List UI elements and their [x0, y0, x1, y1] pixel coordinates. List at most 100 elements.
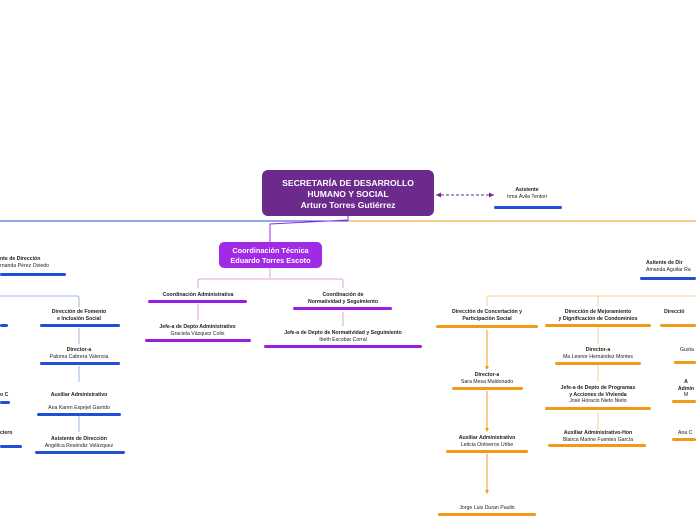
- jefe-norm-underline: [264, 345, 422, 348]
- jefe-prog-title2: y Acciones de Vivienda: [569, 391, 627, 398]
- left-asistente-title: nte de Dirección: [0, 256, 41, 262]
- node-right-cut-ana[interactable]: Ana C: [678, 430, 696, 437]
- right-cut-gusta: Gusta: [680, 347, 694, 353]
- node-left-asistente-direccion[interactable]: nte de Dirección rnanda Pérez Oviedo: [0, 256, 60, 269]
- left-cut-bar-3: [0, 445, 22, 448]
- auxiliar-hon-title: Auxiliar Administrativo-Hon: [563, 430, 633, 436]
- fomento-underline: [40, 324, 120, 327]
- mejoramiento-underline: [545, 324, 651, 327]
- right-cut-underline-4: [672, 438, 696, 441]
- coord-admin-title: Coordinación Administrativa: [162, 292, 234, 298]
- right-cut-dir: Direcció: [664, 309, 685, 315]
- node-coordinacion-administrativa[interactable]: Coordinación Administrativa: [148, 292, 248, 299]
- left-auxiliar-underline: [37, 413, 121, 416]
- asistente-name: Irma Ávila Tentori: [507, 193, 547, 200]
- left-cut-bar-1: [0, 324, 8, 327]
- left-asistente-dir-underline: [35, 451, 125, 454]
- asistente-title: Asistente: [515, 187, 539, 193]
- left-cut2-text: ciero: [0, 430, 13, 436]
- root-line3: Arturo Torres Gutiérrez: [300, 200, 396, 210]
- node-right-cut-gusta[interactable]: Gusta: [680, 347, 696, 354]
- left-auxiliar-title: Auxiliar Administrativo: [50, 392, 108, 398]
- jefe-norm-title: Jefe-a de Depto de Normatividad y Seguim…: [284, 330, 402, 336]
- left-cut1-text: o C: [0, 392, 9, 398]
- auxiliar-hon-name: Blanca Marine Fuentes García: [562, 436, 634, 443]
- node-left-auxiliar-name: Ana Karen Espejel Garrido: [36, 405, 122, 412]
- node-left-asistente[interactable]: Asistente de Dirección Angélica Reséndiz…: [34, 436, 124, 449]
- fomento-title1: Dirección de Fomento: [51, 309, 107, 315]
- right-cut-ana: Ana C: [678, 430, 693, 436]
- coord-line1: Coordinación Técnica: [232, 246, 309, 255]
- jefe-admin-name: Graciela Vázquez Colis: [170, 330, 225, 337]
- node-jefe-admin[interactable]: Jefe-a de Depto Administrativo Graciela …: [145, 324, 250, 337]
- jefe-prog-name: José Horacio Nieto Nieto: [569, 398, 627, 405]
- node-asistente[interactable]: Asistente Irma Ávila Tentori: [496, 187, 558, 200]
- left-asistente-dir-title: Asistente de Dirección: [51, 436, 107, 442]
- mejoramiento-title1: Dirección de Mejoramiento: [564, 309, 632, 315]
- node-auxiliar-concertacion[interactable]: Auxiliar Administrativo Leticia Ontivero…: [446, 435, 528, 448]
- right-cut-underline-2: [674, 361, 696, 364]
- node-director-mejoramiento[interactable]: Director-a Ma Leonor Hernández Montes: [554, 347, 642, 360]
- right-asistente-name: Amanda Aguilar Ra: [646, 266, 691, 273]
- node-left-director[interactable]: Director-a Paloma Cabrera Valencia: [38, 347, 120, 360]
- left-auxiliar-name: Ana Karen Espejel Garrido: [48, 405, 110, 411]
- left-asistente-underline: [0, 273, 66, 276]
- node-coordinacion-normatividad[interactable]: Coordinación de Normatividad y Seguimien…: [293, 292, 393, 305]
- coord-norm-underline: [293, 307, 392, 310]
- director-mej-underline: [555, 362, 641, 365]
- root-line1: SECRETARÍA DE DESARROLLO: [282, 178, 414, 188]
- jefe-admin-underline: [145, 339, 251, 342]
- left-asistente-name: rnanda Pérez Oviedo: [0, 262, 50, 269]
- node-coordinacion-tecnica[interactable]: Coordinación Técnica Eduardo Torres Esco…: [219, 242, 322, 268]
- node-direccion-concertacion[interactable]: Dirección de Concertación y Participació…: [436, 309, 538, 322]
- right-asistente-underline: [640, 277, 696, 280]
- node-left-cut-1[interactable]: o C: [0, 392, 12, 399]
- auxiliar-hon-underline: [548, 444, 646, 447]
- fomento-title2: e Inclusión Social: [57, 315, 101, 322]
- node-left-auxiliar[interactable]: Auxiliar Administrativo: [36, 392, 122, 399]
- node-right-cut-admin[interactable]: A Admin M: [676, 379, 696, 399]
- left-director-underline: [40, 362, 120, 365]
- coord-norm-title1: Coordinación de: [322, 292, 364, 298]
- auxiliar-conc-name: Leticia Ontiveros Uribe: [460, 441, 514, 448]
- right-cut-admin: Admin: [677, 385, 695, 392]
- jorge-name: Jorge Luis Duran Paulin: [459, 505, 515, 511]
- director-conc-underline: [452, 387, 523, 390]
- right-cut-a: A: [684, 379, 688, 385]
- coord-line2: Eduardo Torres Escoto: [230, 255, 311, 265]
- jefe-admin-title: Jefe-a de Depto Administrativo: [159, 324, 236, 330]
- auxiliar-conc-underline: [446, 450, 528, 453]
- left-director-title: Director-a: [66, 347, 92, 353]
- director-mej-title: Director-a: [585, 347, 611, 353]
- coord-norm-title2: Normatividad y Seguimiento: [307, 298, 379, 305]
- director-conc-name: Sara Mesa Maldonado: [460, 378, 514, 385]
- node-director-concertacion[interactable]: Director-a Sara Mesa Maldonado: [452, 372, 522, 385]
- jorge-underline: [438, 513, 536, 516]
- node-right-cut-direccion[interactable]: Direcció: [664, 309, 696, 316]
- node-jefe-programas[interactable]: Jefe-a de Depto de Programas y Acciones …: [546, 385, 650, 405]
- left-asistente-dir-name: Angélica Reséndiz Velázquez: [44, 442, 114, 449]
- right-asistente-title: Asitente de Dir: [646, 260, 683, 266]
- node-auxiliar-hon[interactable]: Auxiliar Administrativo-Hon Blanca Marin…: [550, 430, 646, 443]
- root-line2: HUMANO Y SOCIAL: [307, 189, 389, 199]
- node-direccion-fomento[interactable]: Dirección de Fomento e Inclusión Social: [38, 309, 120, 322]
- node-jorge[interactable]: Jorge Luis Duran Paulin: [438, 505, 536, 512]
- right-cut-m: M: [683, 392, 689, 399]
- jefe-norm-name: Ibeth Escobar Corral: [319, 336, 367, 343]
- concertacion-underline: [436, 325, 538, 328]
- node-left-cut-2[interactable]: ciero: [0, 430, 18, 437]
- left-director-name: Paloma Cabrera Valencia: [49, 353, 109, 360]
- asistente-underline: [494, 206, 562, 209]
- root-node-secretaria[interactable]: SECRETARÍA DE DESARROLLO HUMANO Y SOCIAL…: [262, 170, 434, 216]
- concertacion-title2: Participación Social: [462, 315, 512, 322]
- node-jefe-normatividad[interactable]: Jefe-a de Depto de Normatividad y Seguim…: [264, 330, 422, 343]
- jefe-prog-title1: Jefe-a de Depto de Programas: [560, 385, 636, 391]
- node-direccion-mejoramiento[interactable]: Dirección de Mejoramiento y Dignificació…: [546, 309, 650, 322]
- left-cut-bar-2: [0, 401, 10, 404]
- director-conc-title: Director-a: [474, 372, 500, 378]
- auxiliar-conc-title: Auxiliar Administrativo: [458, 435, 516, 441]
- node-right-asistente-direccion[interactable]: Asitente de Dir Amanda Aguilar Ra: [646, 260, 696, 273]
- right-cut-underline-3: [672, 400, 696, 403]
- director-mej-name: Ma Leonor Hernández Montes: [562, 353, 634, 360]
